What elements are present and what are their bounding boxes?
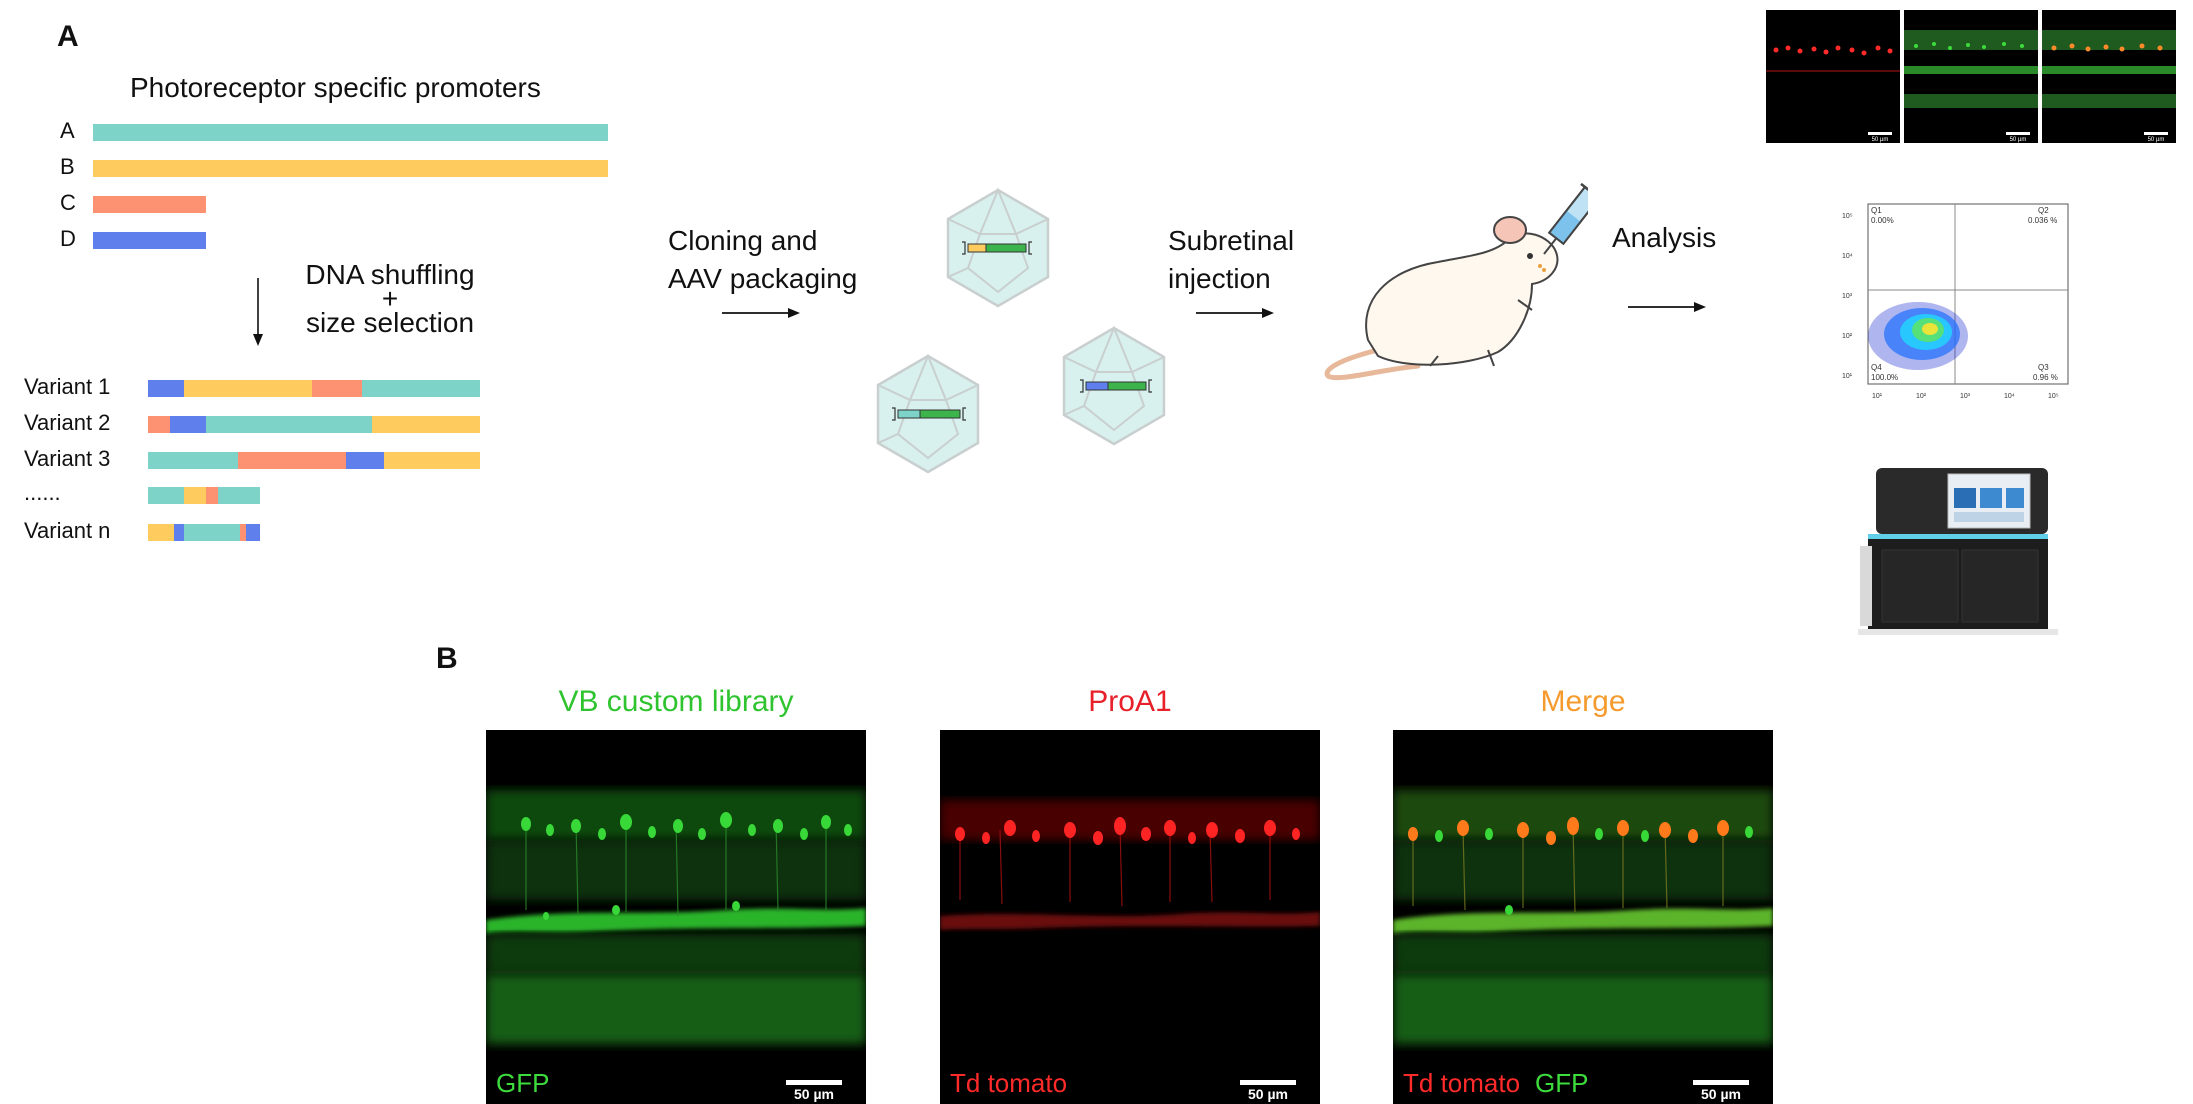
thumbnail-green: 50 µm	[1904, 10, 2038, 143]
variant-seg	[362, 380, 480, 397]
variant-seg	[312, 380, 362, 397]
variant-seg	[346, 452, 384, 469]
down-arrow-icon	[253, 278, 263, 346]
promoter-bar-d	[93, 232, 206, 249]
injection-line-2: injection	[1168, 263, 1271, 294]
variant-seg	[170, 416, 206, 433]
variant-seg	[148, 416, 170, 433]
micrograph-gfp: GFP 50 µm	[486, 730, 866, 1104]
promoter-label-d: D	[60, 226, 76, 251]
thumbnail-scalebar-text: 50 µm	[1872, 137, 1889, 143]
shuffling-line-2: +	[381, 283, 399, 314]
facs-q3-value: 0.96 %	[2033, 373, 2058, 382]
facs-q1-value: 0.00%	[1871, 216, 1894, 225]
facs-plot: Q1 0.00% Q2 0.036 % Q4 100.0% Q3 0.96 % …	[1842, 203, 2069, 400]
panel-b-letter: B	[436, 642, 458, 675]
promoters-title: Photoreceptor specific promoters	[130, 72, 541, 103]
column-title-gfp: VB custom library	[558, 685, 794, 718]
variant-seg	[148, 452, 238, 469]
facs-q1: Q1	[1871, 206, 1882, 215]
variant-seg	[148, 380, 184, 397]
panel-a-letter: A	[57, 20, 79, 53]
facs-q4: Q4	[1871, 363, 1882, 372]
facs-x-tick: 10³	[1960, 393, 1971, 400]
injection-line-1: Subretinal	[1168, 225, 1295, 256]
right-arrow-icon	[1628, 302, 1706, 312]
variant-label-1: Variant 1	[24, 374, 111, 399]
facs-q4-value: 100.0%	[1871, 373, 1898, 382]
shuffling-text: DNA shuffling + size selection	[280, 260, 500, 338]
variant-seg	[218, 487, 260, 504]
variant-seg	[384, 452, 480, 469]
variant-label-2: Variant 2	[24, 410, 111, 435]
variant-seg	[246, 524, 260, 541]
facs-y-tick: 10²	[1842, 333, 1853, 340]
right-arrow-icon	[1196, 308, 1274, 318]
channel-label-gfp: GFP	[496, 1068, 550, 1098]
injection-text: Subretinal injection	[1168, 222, 1294, 298]
variant-seg	[184, 380, 312, 397]
shuffling-line-3: size selection	[305, 307, 475, 338]
variant-seg	[206, 487, 218, 504]
cloning-text: Cloning and AAV packaging	[668, 222, 857, 298]
variant-label-n: Variant n	[24, 518, 111, 543]
variant-seg	[174, 524, 184, 541]
facs-y-tick: 10⁴	[1842, 253, 1853, 260]
facs-y-tick: 10¹	[1842, 373, 1853, 380]
variant-bar-1	[148, 380, 480, 397]
aav-capsids-icon	[876, 188, 1166, 474]
variant-seg	[184, 524, 240, 541]
facs-q2: Q2	[2038, 206, 2049, 215]
channel-label-gfp: GFP	[1535, 1068, 1589, 1098]
promoter-label-c: C	[60, 190, 76, 215]
promoter-bar-a	[93, 124, 608, 141]
promoter-label-a: A	[60, 118, 75, 143]
column-title-merge: Merge	[1540, 685, 1626, 718]
promoter-bar-c	[93, 196, 206, 213]
micrograph-merge: Td tomato GFP 50 µm	[1393, 730, 1773, 1104]
facs-x-tick: 10¹	[1872, 393, 1883, 400]
facs-y-tick: 10³	[1842, 293, 1853, 300]
facs-q2-value: 0.036 %	[2028, 216, 2057, 225]
thumbnail-scalebar-text: 50 µm	[2010, 137, 2027, 143]
facs-x-tick: 10⁴	[2004, 393, 2015, 400]
variant-bar-3	[148, 452, 480, 469]
promoter-bar-b	[93, 160, 608, 177]
scalebar-text: 50 µm	[1701, 1086, 1741, 1102]
variant-seg	[238, 452, 346, 469]
cloning-line-2: AAV packaging	[668, 263, 858, 294]
facs-q3: Q3	[2038, 363, 2049, 372]
scalebar-text: 50 µm	[1248, 1086, 1288, 1102]
facs-x-tick: 10²	[1916, 393, 1927, 400]
variant-bar-n	[148, 524, 260, 541]
cloning-line-1: Cloning and	[668, 225, 818, 256]
variant-seg	[184, 487, 206, 504]
promoter-label-b: B	[60, 154, 75, 179]
thumbnail-merge: 50 µm	[2042, 10, 2176, 143]
variant-seg	[206, 416, 372, 433]
channel-label-tdtomato: Td tomato	[1403, 1068, 1521, 1098]
scalebar-text: 50 µm	[794, 1086, 834, 1102]
micrograph-tdtomato: Td tomato 50 µm	[940, 730, 1320, 1104]
variant-seg	[148, 487, 184, 504]
column-title-proa1: ProA1	[1088, 685, 1172, 718]
variant-seg	[372, 416, 480, 433]
facs-y-tick: 10⁵	[1842, 213, 1853, 220]
analysis-text: Analysis	[1612, 222, 1717, 253]
variant-label-3: Variant 3	[24, 446, 111, 471]
shuffling-line-1: DNA shuffling	[305, 259, 475, 290]
variant-seg	[240, 524, 246, 541]
variant-label-ellipsis: ......	[24, 480, 61, 505]
sequencer-icon	[1858, 468, 2058, 635]
right-arrow-icon	[722, 308, 800, 318]
variant-seg	[148, 524, 174, 541]
thumbnail-scalebar-text: 50 µm	[2148, 137, 2165, 143]
variant-bar-ellipsis	[148, 487, 260, 504]
thumbnail-red: 50 µm	[1766, 10, 1900, 143]
facs-x-tick: 10⁵	[2048, 393, 2059, 400]
variant-bar-2	[148, 416, 480, 433]
mouse-syringe-icon	[1324, 182, 1588, 381]
channel-label-tdtomato: Td tomato	[950, 1068, 1068, 1098]
